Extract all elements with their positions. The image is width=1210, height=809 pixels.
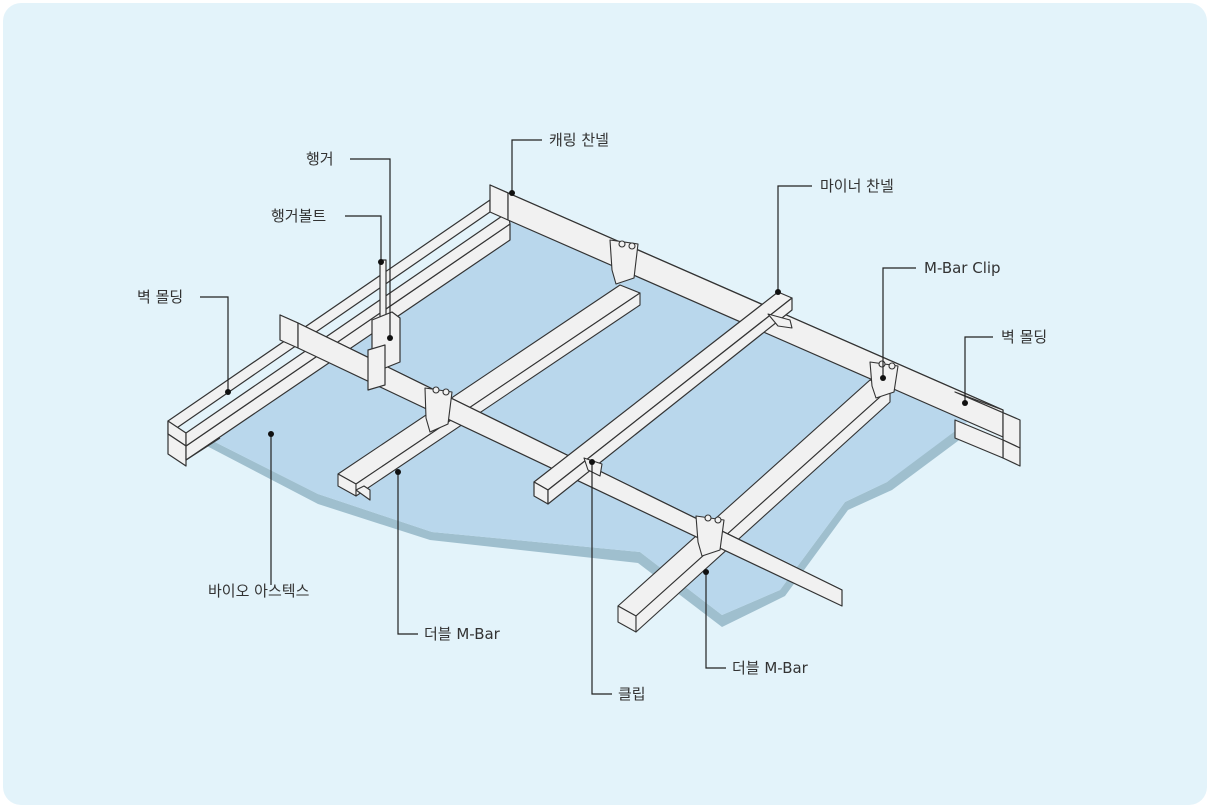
label-minor-channel: 마이너 찬넬 — [820, 177, 894, 195]
double-m-bar-left — [337, 284, 641, 501]
label-hanger: 행거 — [306, 150, 334, 168]
label-carrying-channel: 캐링 찬넬 — [549, 131, 609, 149]
minor-channel-diagonal — [533, 291, 793, 505]
label-wall-molding-left: 벽 몰딩 — [137, 288, 184, 306]
label-bio-astex: 바이오 아스텍스 — [208, 582, 310, 600]
wall-molding-left — [167, 199, 511, 467]
label-clip: 클립 — [618, 685, 646, 703]
wall-molding-right — [954, 391, 1021, 467]
hanger-assembly — [367, 259, 401, 391]
label-double-m-bar-right: 더블 M-Bar — [732, 659, 808, 677]
leader-lines — [200, 139, 993, 695]
label-hanger-bolt: 행거볼트 — [271, 207, 327, 225]
label-double-m-bar-left: 더블 M-Bar — [424, 625, 500, 643]
label-m-bar-clip: M-Bar Clip — [924, 259, 1001, 277]
label-wall-molding-right: 벽 몰딩 — [1001, 328, 1048, 346]
